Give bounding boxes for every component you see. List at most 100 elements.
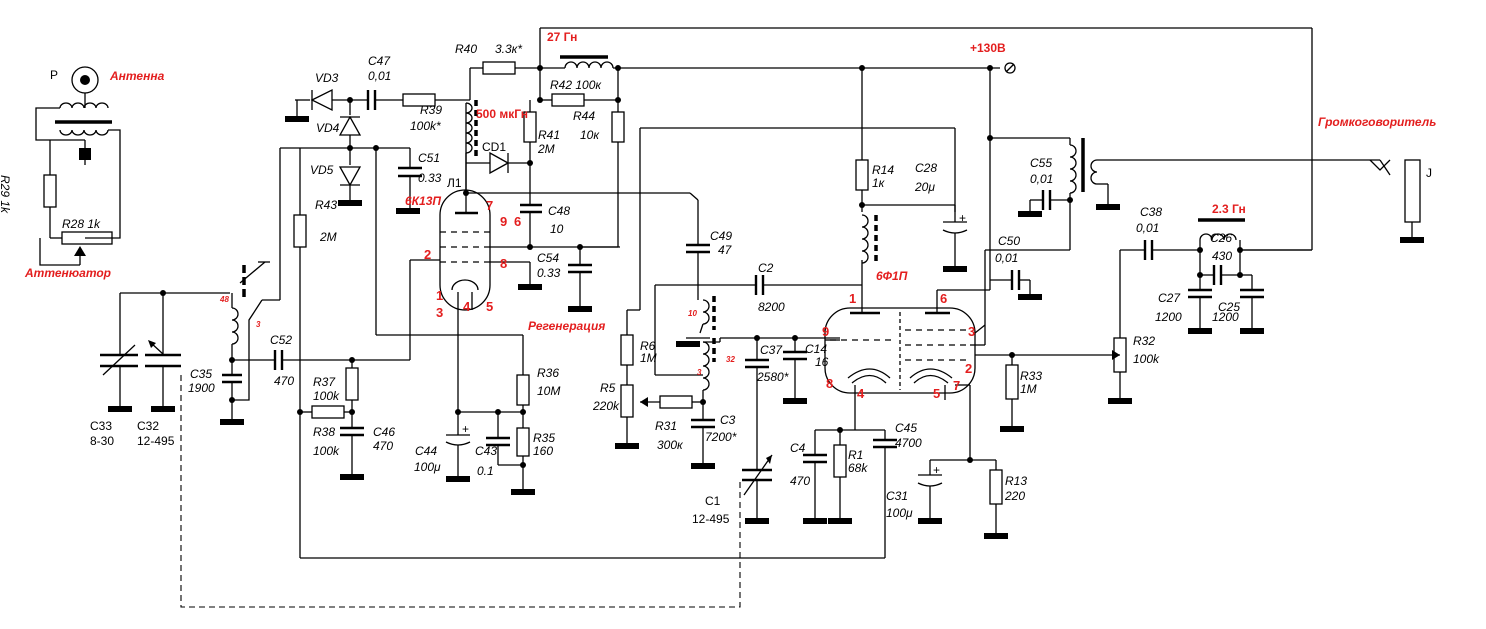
tap-10: 10 xyxy=(688,309,697,318)
label-l1: Л1 xyxy=(447,176,462,190)
ground-icon xyxy=(340,474,364,480)
label-c50: C50 xyxy=(998,234,1020,248)
label-c48: C48 xyxy=(548,204,570,218)
label-c55: C55 xyxy=(1030,156,1052,170)
pin-t1-8: 8 xyxy=(500,256,507,271)
ground-icon xyxy=(1240,328,1264,334)
label-c52-value: 470 xyxy=(274,374,294,388)
ground-icon xyxy=(79,148,91,160)
ground-icon xyxy=(783,398,807,404)
label-c48-value: 10 xyxy=(550,222,564,236)
ground-icon xyxy=(285,116,309,122)
label-c3: C3 xyxy=(720,413,736,427)
label-r35-value: 160 xyxy=(533,444,553,458)
resistor-r35 xyxy=(516,427,530,457)
potentiometer-r5 xyxy=(620,384,634,418)
label-r33: R33 xyxy=(1020,369,1042,383)
label-r33-value: 1M xyxy=(1020,382,1037,396)
ground-icon xyxy=(1096,204,1120,210)
diode-vd5 xyxy=(338,166,362,187)
label-c2: C2 xyxy=(758,261,774,275)
label-r43: R43 xyxy=(315,198,337,212)
label-c54: C54 xyxy=(537,251,559,265)
label-r31-value: 300к xyxy=(657,438,684,452)
ground-icon xyxy=(1188,328,1212,334)
label-c25: C25 xyxy=(1218,300,1240,314)
ground-icon xyxy=(943,266,967,272)
label-attenuator: Аттенюатор xyxy=(24,266,111,280)
ground-icon xyxy=(828,518,852,524)
label-c14-value: 16 xyxy=(815,355,829,369)
label-c27-value: 1200 xyxy=(1155,310,1182,324)
pin-t2-9: 9 xyxy=(822,324,829,339)
resistor-r43 xyxy=(293,214,307,248)
antenna-section xyxy=(35,66,121,266)
speaker-icon xyxy=(1404,159,1421,223)
label-c26: C26 xyxy=(1210,231,1232,245)
resistor-r13 xyxy=(989,469,1003,505)
label-c55-value: 0,01 xyxy=(1030,172,1053,186)
label-r38-value: 100k xyxy=(313,444,340,458)
label-c32: C32 xyxy=(137,419,159,433)
ganged-tuning-link xyxy=(180,375,741,608)
label-c3-value: 7200* xyxy=(705,430,737,444)
label-c35: C35 xyxy=(190,367,212,381)
label-c52: C52 xyxy=(270,333,292,347)
label-r13-value: 220 xyxy=(1004,489,1025,503)
ground-icon xyxy=(568,306,592,312)
label-r41: R41 xyxy=(538,128,560,142)
regen-coil-10-icon xyxy=(702,299,710,325)
ground-icon xyxy=(220,419,244,425)
resistor-r36 xyxy=(516,374,530,406)
label-c4: C4 xyxy=(790,441,806,455)
label-vd5: VD5 xyxy=(310,163,334,177)
label-c51: C51 xyxy=(418,151,440,165)
label-r13: R13 xyxy=(1005,474,1027,488)
ground-icon xyxy=(676,341,700,347)
diode-vd4 xyxy=(338,115,362,136)
diode-vd3 xyxy=(310,88,333,112)
ground-icon xyxy=(511,489,535,495)
label-c47-value: 0,01 xyxy=(368,69,391,83)
label-r37-value: 100k xyxy=(313,389,340,403)
label-tube-1: 6К13П xyxy=(405,194,441,208)
ground-icon xyxy=(108,406,132,412)
label-r1-value: 68k xyxy=(848,461,868,475)
label-c47: C47 xyxy=(368,54,391,68)
label-r36: R36 xyxy=(537,366,559,380)
label-r44: R44 xyxy=(573,109,595,123)
pin-t1-4: 4 xyxy=(463,299,471,314)
label-c32-value: 12-495 xyxy=(137,434,175,448)
cathode-network-2 xyxy=(803,355,1024,539)
tap-48: 48 xyxy=(219,295,229,304)
ground-icon xyxy=(1018,211,1042,217)
ground-icon xyxy=(446,476,470,482)
tap-3-tank: 3 xyxy=(697,368,702,377)
label-cd1: CD1 xyxy=(482,140,506,154)
labels: P Антенна Аттенюатор R29 1k R28 1k C33 8… xyxy=(0,30,1436,526)
label-r40: R40 xyxy=(455,42,477,56)
label-r28: R28 1k xyxy=(62,217,101,231)
label-rfc-500uh: 500 мкГн xyxy=(476,107,528,121)
resistor-r42 xyxy=(551,93,585,107)
label-c28: C28 xyxy=(915,161,937,175)
tap-32: 32 xyxy=(726,355,735,364)
label-c2-value: 8200 xyxy=(758,300,785,314)
label-c1: C1 xyxy=(705,494,721,508)
ground-icon xyxy=(615,443,639,449)
label-r40-value: 3.3к* xyxy=(495,42,522,56)
label-c35-value: 1900 xyxy=(188,381,215,395)
ground-icon xyxy=(396,208,420,214)
label-c50-value: 0,01 xyxy=(995,251,1018,265)
label-j: J xyxy=(1426,166,1432,180)
ground-icon xyxy=(691,463,715,469)
tube-2-envelope xyxy=(824,307,976,394)
tube-1 xyxy=(439,140,690,415)
pin-t2-3: 3 xyxy=(968,324,975,339)
tap-3-input: 3 xyxy=(256,320,261,329)
ground-icon xyxy=(803,518,827,524)
label-r35: R35 xyxy=(533,431,555,445)
pin-t1-6: 6 xyxy=(514,214,521,229)
label-r37: R37 xyxy=(313,375,336,389)
label-r14-value: 1к xyxy=(872,176,886,190)
